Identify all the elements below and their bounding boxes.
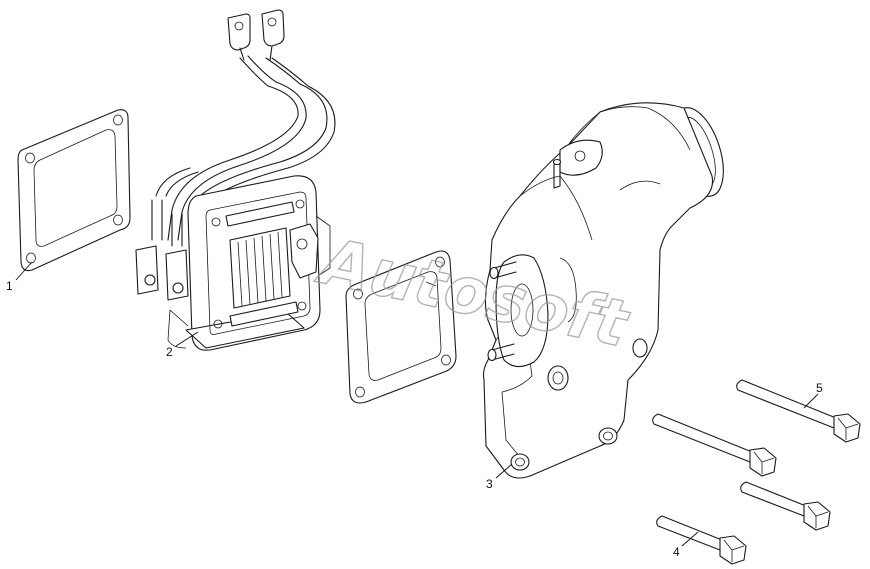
bolt-upper-right bbox=[736, 379, 861, 443]
intake-heater bbox=[135, 9, 336, 351]
callout-label-1: 1 bbox=[6, 279, 13, 293]
callout-label-3: 3 bbox=[486, 477, 493, 491]
gasket-middle bbox=[345, 250, 457, 404]
callout-label-5: 5 bbox=[816, 381, 823, 395]
callout-2: 2 bbox=[166, 331, 199, 359]
bolt-middle-long bbox=[652, 413, 777, 477]
callout-5: 5 bbox=[803, 381, 823, 409]
bolt-middle-short bbox=[740, 481, 831, 531]
bolt-lower bbox=[656, 515, 747, 565]
callout-3: 3 bbox=[486, 463, 513, 491]
gasket-left bbox=[17, 109, 131, 272]
intake-elbow bbox=[482, 102, 724, 479]
callout-label-4: 4 bbox=[673, 545, 680, 559]
callout-4: 4 bbox=[673, 531, 699, 559]
callout-label-2: 2 bbox=[166, 345, 173, 359]
callout-1: 1 bbox=[6, 261, 33, 293]
